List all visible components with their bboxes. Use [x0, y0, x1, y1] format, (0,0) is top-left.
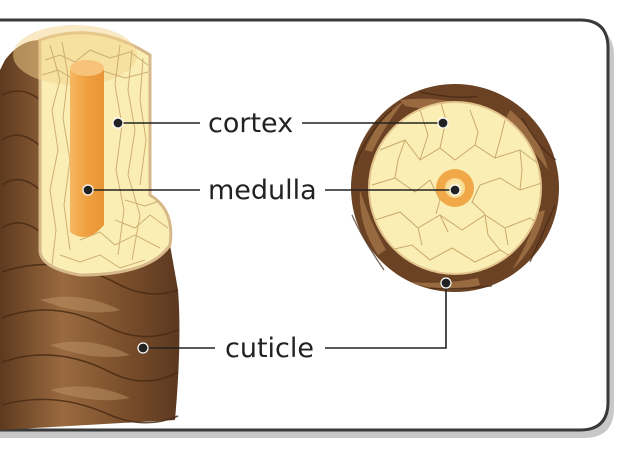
- cuticle-pointer-dot-section: [440, 277, 452, 289]
- cortex-label: cortex: [208, 108, 293, 139]
- medulla-core: [70, 64, 104, 238]
- pointer-dots: [82, 117, 461, 354]
- pointer-lines: [88, 122, 455, 349]
- cuticle-label: cuticle: [225, 333, 314, 364]
- medulla-pointer-dot-section: [449, 184, 461, 196]
- cuticle-pointer-dot-strand: [137, 342, 149, 354]
- medulla-label: medulla: [208, 175, 317, 206]
- hair-strand-illustration: [0, 25, 180, 430]
- cuticle-scales: [1, 90, 179, 424]
- cuticle-body: [0, 40, 180, 430]
- cortex-pointer-dot-section: [437, 117, 449, 129]
- cortex-pointer-dot-strand: [112, 117, 124, 129]
- medulla-pointer-dot-strand: [82, 184, 94, 196]
